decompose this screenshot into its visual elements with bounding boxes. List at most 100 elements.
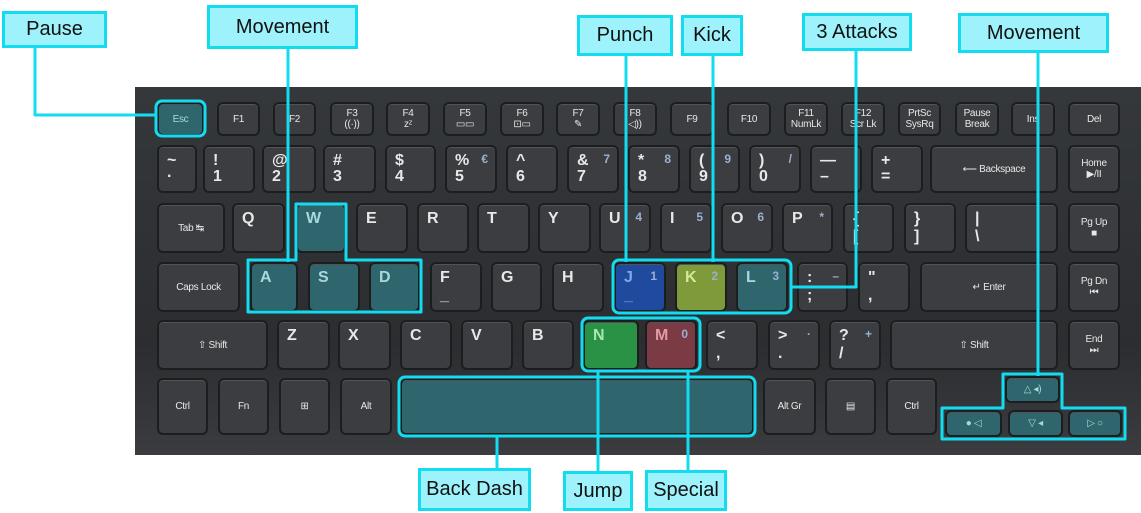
key-f3[interactable]: F3((·)) <box>330 102 374 136</box>
key-legend: B <box>532 327 544 344</box>
key-caps-lock[interactable]: Caps Lock <box>157 262 240 312</box>
key-sym21[interactable]: $4 <box>385 145 436 193</box>
key-legend: Ins <box>1026 113 1040 125</box>
key-del[interactable]: Del <box>1068 102 1120 136</box>
key-fn[interactable]: Fn <box>218 378 269 435</box>
key-sym84[interactable]: ▽ ◂ <box>1008 410 1063 437</box>
key-legend: R <box>427 210 439 227</box>
key-tab[interactable]: Tab ↹ <box>157 203 225 253</box>
key-n[interactable]: N <box>583 320 639 370</box>
key-g[interactable]: G <box>491 262 542 312</box>
key-alt[interactable]: Alt <box>340 378 392 435</box>
key-esc[interactable]: Esc <box>157 102 204 136</box>
key-legend: 0 <box>759 168 768 185</box>
key-legend: % <box>455 152 470 169</box>
key-c[interactable]: C <box>400 320 452 370</box>
key-sym22[interactable]: %€5 <box>445 145 497 193</box>
key-x[interactable]: X <box>338 320 391 370</box>
key-sym28[interactable]: —– <box>810 145 862 193</box>
key-legend: P <box>792 210 803 227</box>
back-dash-label: Back Dash <box>418 468 531 511</box>
key-f6[interactable]: F6⊡▭ <box>500 102 544 136</box>
key-sym20[interactable]: #3 <box>323 145 376 193</box>
key-legend: ^ <box>516 152 526 169</box>
key-v[interactable]: V <box>461 320 513 370</box>
key-sym80[interactable]: ▤ <box>825 378 876 435</box>
key-enter[interactable]: ↵ Enter <box>920 262 1058 312</box>
key-legend: F12 <box>854 108 872 119</box>
key-sym83[interactable]: ● ◁ <box>945 410 1002 437</box>
key-legend: ↵ Enter <box>972 281 1006 293</box>
key-sym29[interactable]: += <box>871 145 923 193</box>
key-shift[interactable]: ⇧ Shift <box>890 320 1058 370</box>
key-f8[interactable]: F8◁)) <box>613 102 657 136</box>
key-y[interactable]: Y <box>538 203 591 253</box>
key-legend: _ <box>624 287 633 304</box>
key-t[interactable]: T <box>477 203 530 253</box>
key-f5[interactable]: F5▭▭ <box>443 102 487 136</box>
key-h[interactable]: H <box>552 262 604 312</box>
pause-connector <box>33 47 157 117</box>
key-f[interactable]: F_ <box>430 262 482 312</box>
key-ins[interactable]: Ins <box>1011 102 1055 136</box>
key-f7[interactable]: F7✎ <box>556 102 600 136</box>
key-e[interactable]: E <box>356 203 408 253</box>
key-z[interactable]: Z <box>277 320 330 370</box>
key-shift[interactable]: ⇧ Shift <box>157 320 268 370</box>
key-space[interactable] <box>400 378 754 435</box>
key-legend: F8 <box>629 108 641 119</box>
key-legend: Z <box>287 327 297 344</box>
key-legend: F5 <box>459 108 471 119</box>
key-sym27[interactable]: )/0 <box>749 145 801 193</box>
key-sym18[interactable]: !1 <box>203 145 255 193</box>
key-end[interactable]: End⏭ <box>1068 320 1120 370</box>
key-legend: ▶/II <box>1086 169 1102 180</box>
key-legend: : <box>807 269 813 286</box>
key-sym70[interactable]: >·. <box>768 320 820 370</box>
key-legend: 8 <box>664 152 671 166</box>
key-sym17[interactable]: ~· <box>157 145 197 193</box>
key-sym71[interactable]: ?+/ <box>829 320 881 370</box>
key-q[interactable]: Q <box>232 203 285 253</box>
key-sym85[interactable]: ▷ ○ <box>1068 410 1122 437</box>
key-legend: Alt Gr <box>777 401 802 412</box>
key-legend: Esc <box>172 113 189 125</box>
key-sym76[interactable]: ⊞ <box>279 378 330 435</box>
key-pg-dn[interactable]: Pg Dn⏮ <box>1068 262 1120 312</box>
key-ctrl[interactable]: Ctrl <box>157 378 208 435</box>
key-sym23[interactable]: ^6 <box>506 145 558 193</box>
key-legend: C <box>410 327 422 344</box>
key-sym82[interactable]: △ ◂) <box>1005 376 1060 403</box>
key-sym45[interactable]: |\ <box>965 203 1058 253</box>
key-b[interactable]: B <box>522 320 574 370</box>
key-sym44[interactable]: }] <box>904 203 956 253</box>
key-legend: F4 <box>402 108 414 119</box>
key-legend: 9 <box>699 168 708 185</box>
key-f1[interactable]: F1 <box>217 102 260 136</box>
key-ctrl[interactable]: Ctrl <box>886 378 937 435</box>
key-sym69[interactable]: <, <box>706 320 758 370</box>
key-f10[interactable]: F10 <box>727 102 771 136</box>
key-r[interactable]: R <box>417 203 469 253</box>
key-home[interactable]: Home▶/II <box>1068 145 1120 193</box>
key-alt-gr[interactable]: Alt Gr <box>763 378 816 435</box>
key-sym58[interactable]: ", <box>858 262 910 312</box>
jump-label: Jump <box>563 471 633 511</box>
key-pg-up[interactable]: Pg Up■ <box>1068 203 1120 253</box>
key-legend: ◁)) <box>628 119 642 130</box>
key-p[interactable]: P* <box>782 203 833 253</box>
key-f2[interactable]: F2 <box>273 102 316 136</box>
